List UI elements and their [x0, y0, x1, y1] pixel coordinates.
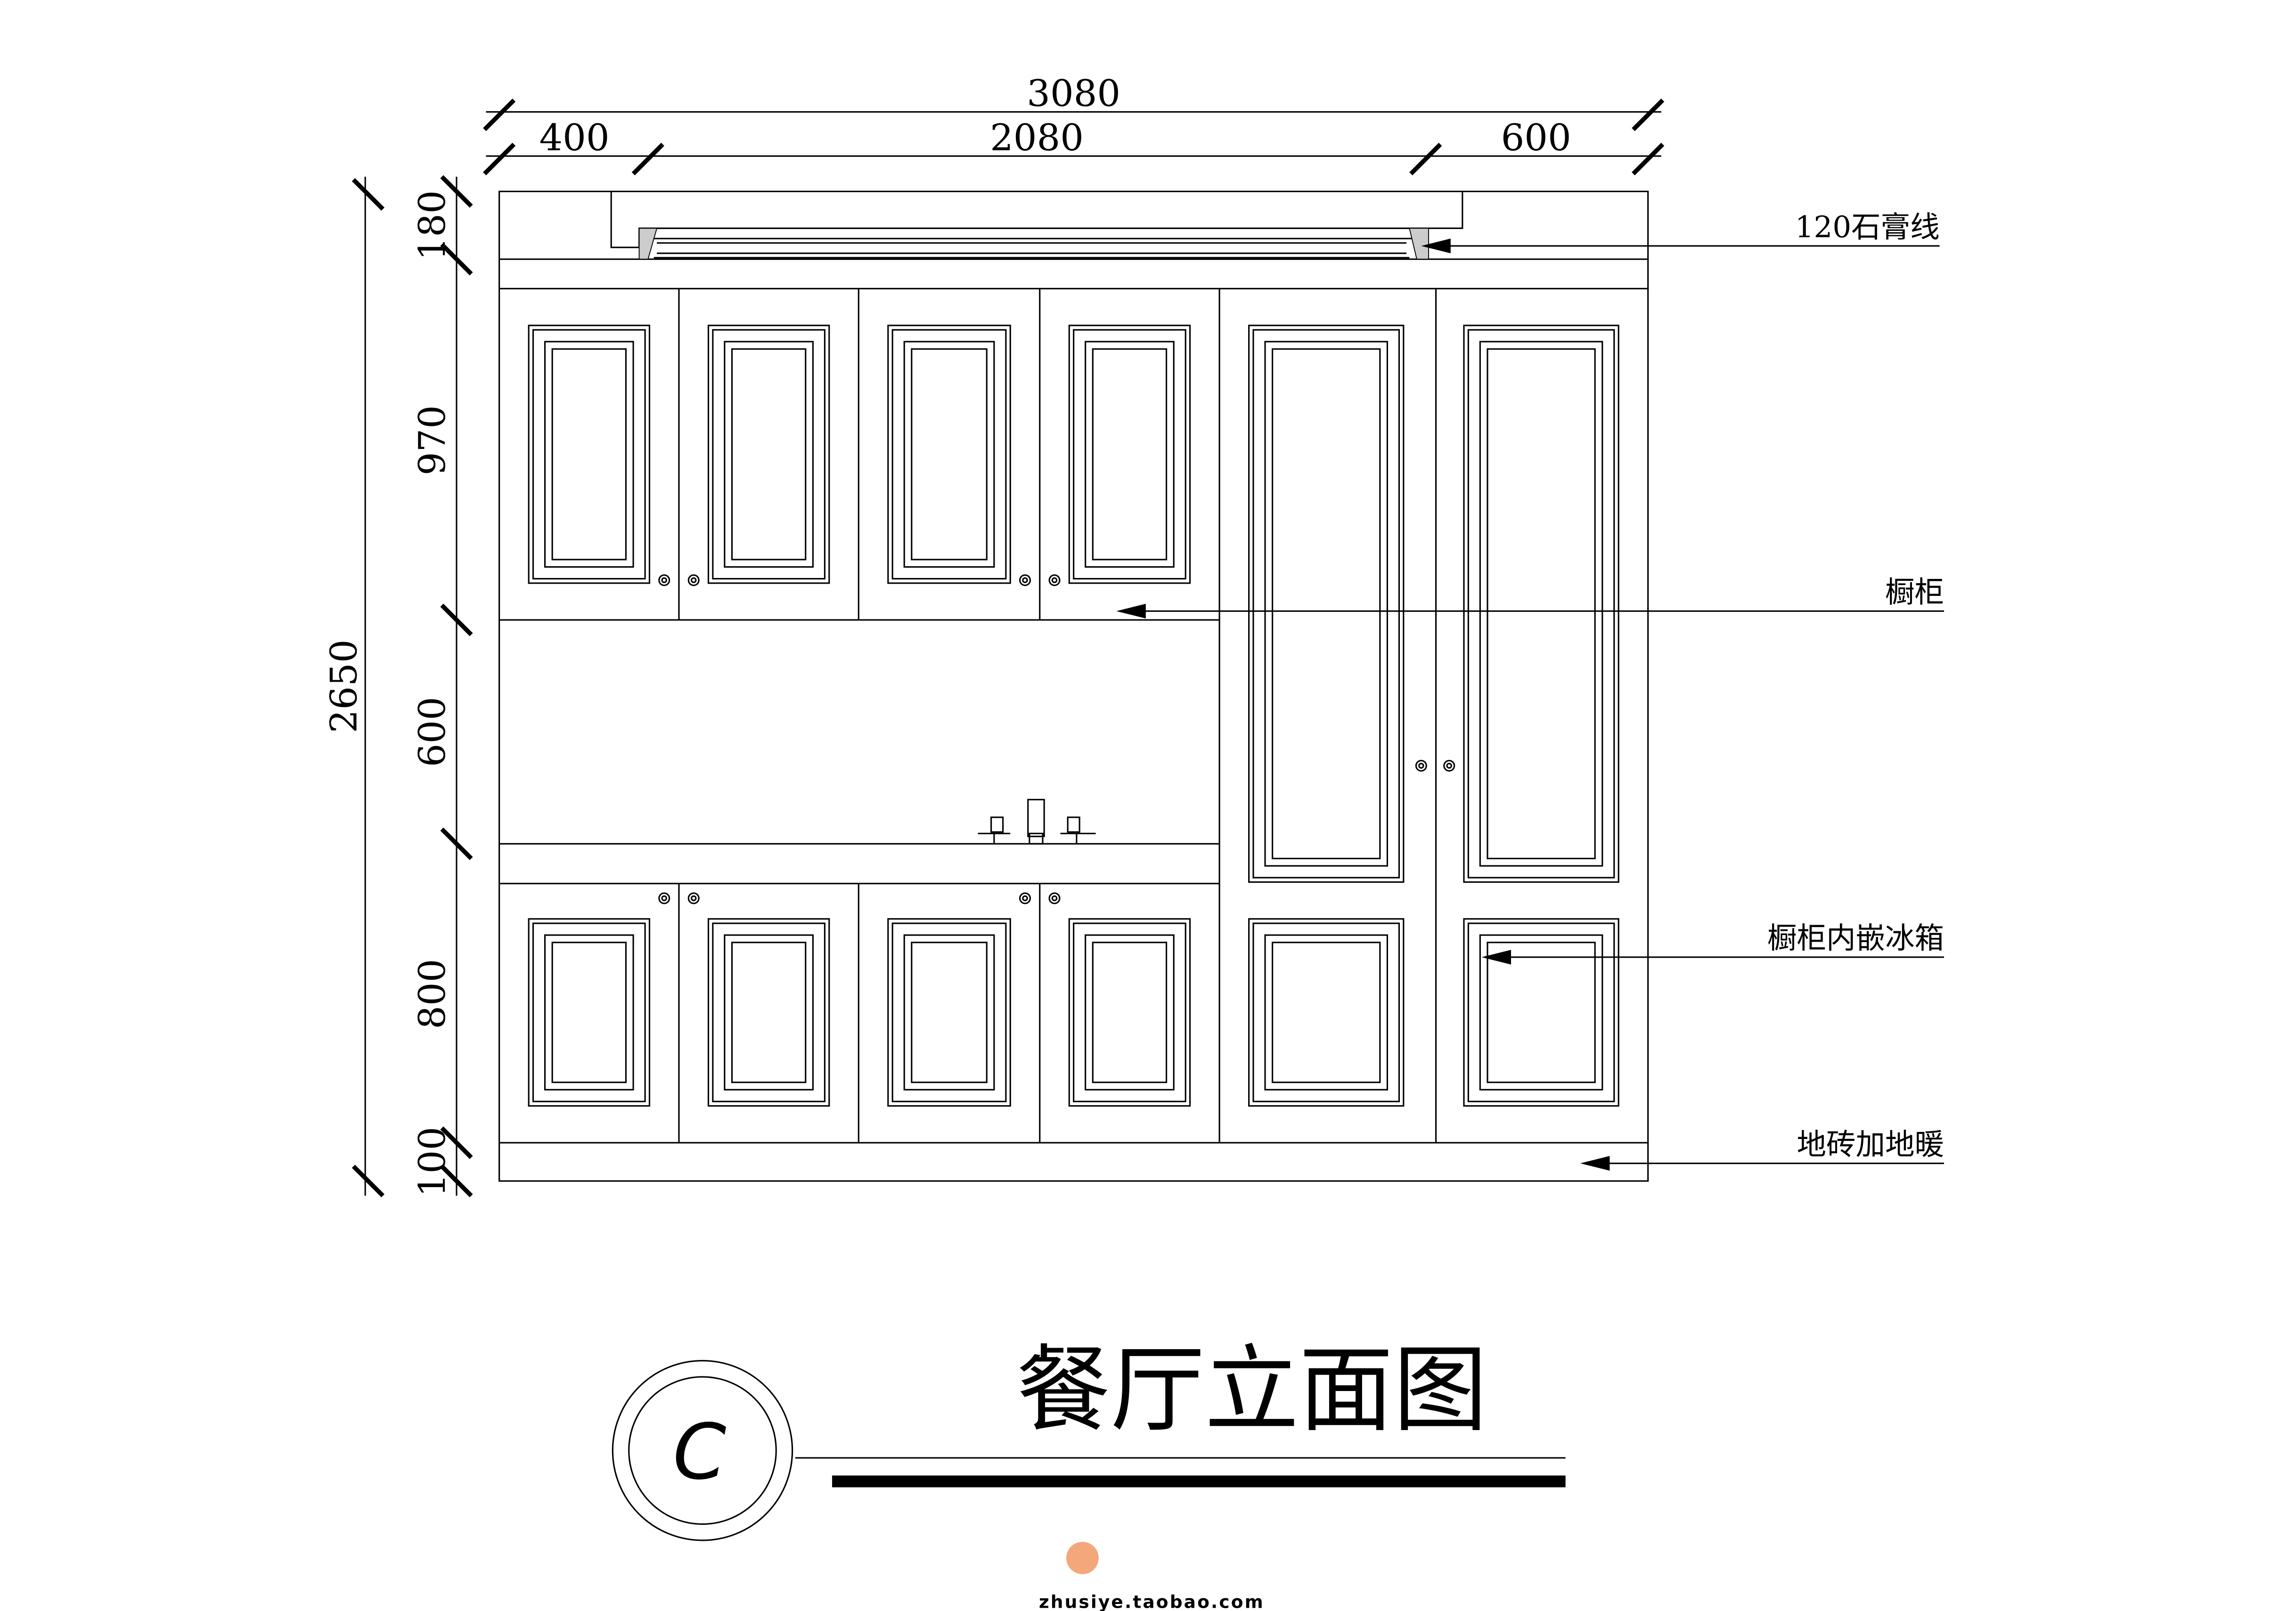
door-handle-icon: [687, 892, 700, 904]
label-floor-tile-heating: 地砖加地暖: [1797, 1127, 1944, 1162]
tall-cabinet-door-upper: [1248, 325, 1405, 883]
cabinet-doors: [528, 325, 1619, 1107]
left-dimensions: 2650 180 970 600 800 100: [322, 175, 473, 1197]
label-cabinet: 橱柜: [1885, 575, 1944, 610]
dim-height-800: 800: [411, 959, 454, 1029]
section-symbol: C: [673, 1408, 726, 1497]
dim-width-400: 400: [539, 116, 609, 159]
lower-cabinet-door: [528, 918, 651, 1107]
tall-cabinet-door-lower: [1463, 918, 1619, 1107]
door-handle-icon: [1019, 574, 1031, 586]
door-handle-icon: [658, 892, 670, 904]
faucet-icon: [978, 798, 1096, 845]
door-handle-icon: [1048, 574, 1061, 586]
cabinet-frame: [498, 190, 1649, 1182]
upper-cabinet-door: [887, 325, 1011, 584]
dim-width-600: 600: [1501, 116, 1571, 159]
door-handle-icon: [687, 574, 700, 586]
watermark-text: zhusiye.taobao.com: [1039, 1592, 1265, 1611]
dim-height-970: 970: [411, 405, 454, 475]
label-built-in-fridge-cabinet: 橱柜内嵌冰箱: [1767, 921, 1944, 955]
lower-cabinet-door: [887, 918, 1011, 1107]
lower-cabinet-door: [707, 918, 830, 1107]
dim-height-600: 600: [411, 697, 454, 767]
dim-overall-height: 2650: [322, 639, 365, 733]
dim-overall-width: 3080: [1027, 72, 1120, 115]
dim-width-2080: 2080: [990, 116, 1084, 159]
top-dimensions: 3080 400 2080 600: [483, 72, 1665, 176]
upper-cabinet-door: [707, 325, 830, 584]
tall-cabinet-door-upper: [1463, 325, 1619, 883]
door-handle-icon: [1443, 760, 1455, 772]
door-handle-icon: [1019, 892, 1031, 904]
dim-height-100: 100: [411, 1127, 454, 1197]
door-handle-icon: [1415, 760, 1427, 772]
door-handle-icon: [658, 574, 670, 586]
watermark-logo-icon: [1066, 1542, 1099, 1574]
dim-height-180: 180: [411, 190, 454, 260]
tall-cabinet-door-lower: [1248, 918, 1405, 1107]
drawing-title: 餐厅立面图: [1016, 1335, 1487, 1445]
lower-cabinet-door: [1068, 918, 1191, 1107]
annotations: 120石膏线 橱柜 橱柜内嵌冰箱 地砖加地暖: [1116, 210, 1944, 1171]
label-gypsum-cornice: 120石膏线: [1795, 210, 1940, 244]
door-handle-icon: [1048, 892, 1061, 904]
upper-cabinet-door: [528, 325, 651, 584]
gypsum-cornice: [610, 191, 1463, 260]
upper-cabinet-door: [1068, 325, 1191, 584]
drawing-title-block: C 餐厅立面图 zhusiye.taobao.com: [612, 1335, 1566, 1611]
